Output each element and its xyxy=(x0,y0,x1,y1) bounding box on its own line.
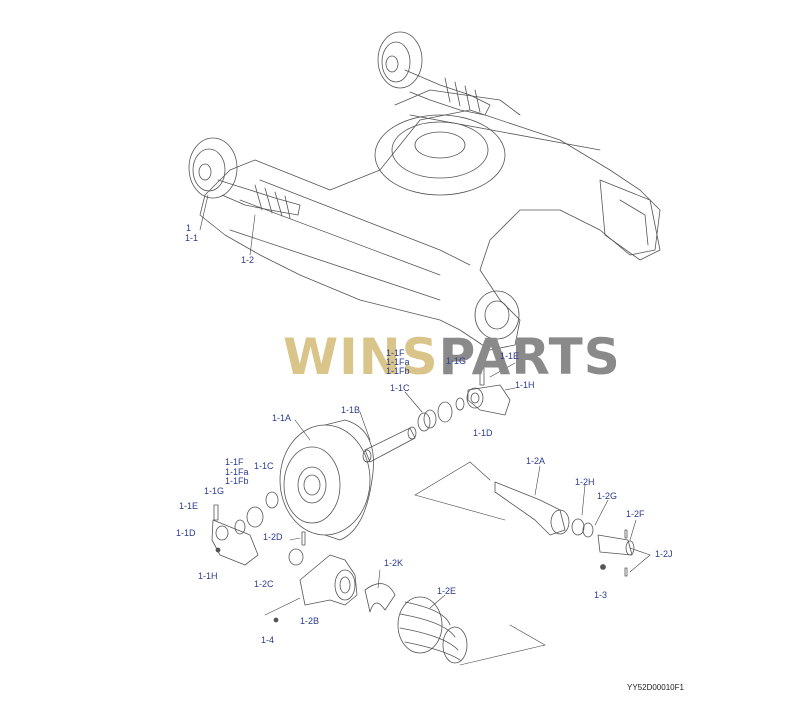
idler-shaft-1-1B xyxy=(362,426,417,463)
callout-1-1F-left: 1-1F xyxy=(225,457,244,467)
callout-1-2J: 1-2J xyxy=(655,549,673,559)
callout-1-1A: 1-1A xyxy=(272,413,292,423)
callout-1-2D: 1-2D xyxy=(263,532,283,542)
right-bushing-seals xyxy=(417,367,511,432)
callout-1-1G-left: 1-1G xyxy=(204,486,225,496)
idler-wheel-1-1A xyxy=(279,419,374,541)
callout-1-3: 1-3 xyxy=(594,590,608,600)
callout-1-2F: 1-2F xyxy=(626,509,645,519)
callout-1: 1 xyxy=(186,223,192,233)
callout-1-2G: 1-2G xyxy=(597,491,618,501)
left-bushing-seals xyxy=(211,491,279,566)
callout-1-1F-right: 1-1F xyxy=(386,348,405,358)
drawing-code: YY52D00010F1 xyxy=(627,683,684,692)
callout-1-1G-right: 1-1G xyxy=(446,356,467,366)
watermark: WINSPARTS xyxy=(283,328,621,386)
callout-1-1H-right: 1-1H xyxy=(515,380,535,390)
callout-1-1Fa-right: 1-1Fa xyxy=(386,357,410,367)
callout-1-2B: 1-2B xyxy=(300,616,320,626)
recoil-spring-1-2E xyxy=(364,583,468,664)
callout-1-1E-left: 1-1E xyxy=(179,501,199,511)
callout-1-1B: 1-1B xyxy=(341,405,361,415)
callout-1-2E: 1-2E xyxy=(437,586,457,596)
watermark-part2: PARTS xyxy=(438,328,621,386)
callout-1-2C: 1-2C xyxy=(254,579,274,589)
upper-idler xyxy=(377,31,491,116)
callout-1-1: 1-1 xyxy=(185,233,199,243)
track-frame xyxy=(199,89,661,351)
watermark-part1: WINS xyxy=(283,328,439,386)
callout-1-2: 1-2 xyxy=(241,255,255,265)
callout-1-1D-left: 1-1D xyxy=(176,528,196,538)
callout-1-4: 1-4 xyxy=(261,635,275,645)
yoke-1-2B xyxy=(273,531,358,623)
callout-1-1Fb-right: 1-1Fb xyxy=(386,366,410,376)
callout-1-1E-right: 1-1E xyxy=(500,351,520,361)
leader-lines xyxy=(199,194,651,666)
callout-1-1D-right: 1-1D xyxy=(473,428,493,438)
callout-1-1C-left: 1-1C xyxy=(254,461,274,471)
callout-1-2H: 1-2H xyxy=(575,477,595,487)
lower-idler xyxy=(188,137,301,219)
callout-1-2K: 1-2K xyxy=(384,558,404,568)
callout-1-1C-right: 1-1C xyxy=(390,383,410,393)
callout-1-2A: 1-2A xyxy=(526,456,546,466)
callout-1-1Fb-left: 1-1Fb xyxy=(225,476,249,486)
cylinder-1-2A xyxy=(494,481,635,577)
callout-1-1Fa-left: 1-1Fa xyxy=(225,467,249,477)
callout-1-1H-left: 1-1H xyxy=(198,571,218,581)
